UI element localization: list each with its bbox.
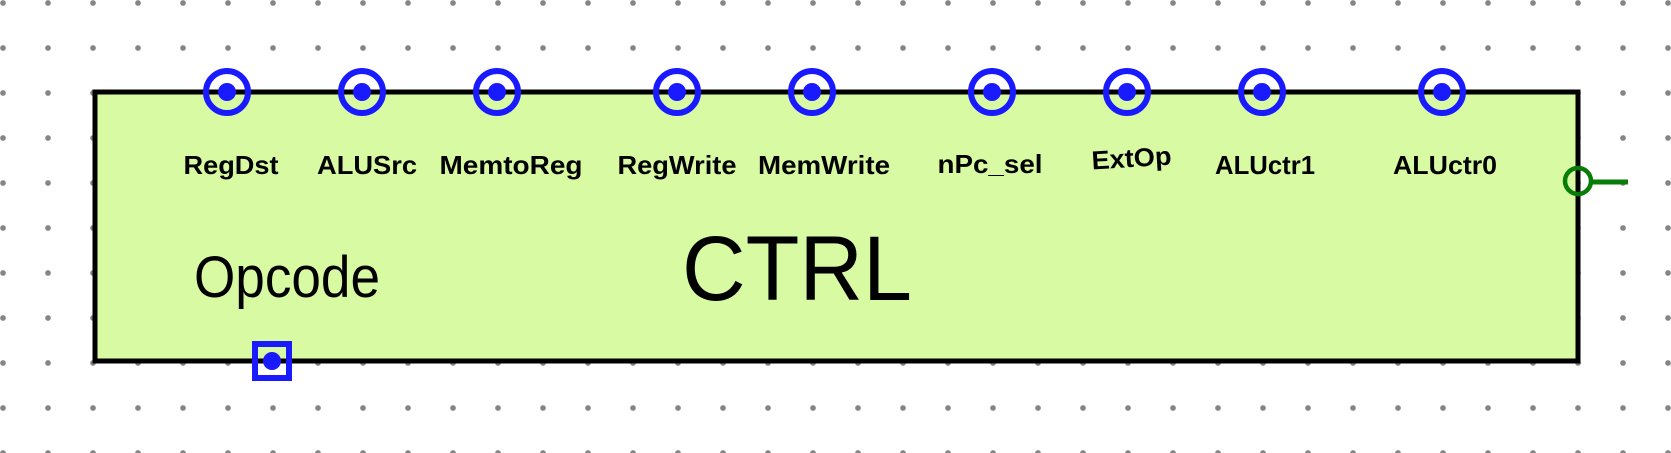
pin-dot-icon [1118, 83, 1136, 101]
output-port[interactable] [1562, 165, 1628, 197]
pin-dot-icon [353, 83, 371, 101]
pin-dot-icon [983, 83, 1001, 101]
pin-ring-icon [1103, 68, 1151, 116]
pin-ring-icon [1418, 68, 1466, 116]
pin-regwrite[interactable] [653, 68, 701, 116]
pin-dot-icon [263, 352, 281, 370]
pin-regdst[interactable] [203, 68, 251, 116]
pin-dot-icon [803, 83, 821, 101]
pin-ring-icon [968, 68, 1016, 116]
pin-label-regdst: RegDst [184, 150, 279, 180]
pin-label-regwrite: RegWrite [618, 150, 737, 180]
input-pin-label: Opcode [194, 245, 380, 310]
pin-memwrite[interactable] [788, 68, 836, 116]
pin-aluctr0[interactable] [1418, 68, 1466, 116]
component-body[interactable] [92, 89, 1581, 364]
pin-dot-icon [1433, 83, 1451, 101]
pin-dot-icon [218, 83, 236, 101]
output-ring-icon [1562, 165, 1594, 197]
pin-label-alusrc: ALUSrc [317, 150, 417, 180]
pin-alusrc[interactable] [338, 68, 386, 116]
pin-ring-icon [653, 68, 701, 116]
pin-label-aluctr1: ALUctr1 [1215, 150, 1315, 180]
pin-ring-icon [473, 68, 521, 116]
component-title: CTRL [682, 218, 912, 320]
pin-label-memwrite: MemWrite [758, 150, 890, 180]
pin-ring-icon [788, 68, 836, 116]
pin-square-icon [252, 341, 292, 381]
pin-opcode[interactable] [252, 341, 292, 381]
pin-ring-icon [338, 68, 386, 116]
pin-ring-icon [1238, 68, 1286, 116]
pin-label-memtoreg: MemtoReg [440, 150, 583, 180]
pin-aluctr1[interactable] [1238, 68, 1286, 116]
pin-dot-icon [668, 83, 686, 101]
pin-dot-icon [1253, 83, 1271, 101]
pin-label-npc-sel: nPc_sel [938, 149, 1043, 179]
pin-ring-icon [203, 68, 251, 116]
pin-label-extop: ExtOp [1091, 141, 1173, 176]
pin-memtoreg[interactable] [473, 68, 521, 116]
pin-extop[interactable] [1103, 68, 1151, 116]
pin-npc-sel[interactable] [968, 68, 1016, 116]
pin-dot-icon [488, 83, 506, 101]
pin-label-aluctr0: ALUctr0 [1393, 150, 1497, 180]
